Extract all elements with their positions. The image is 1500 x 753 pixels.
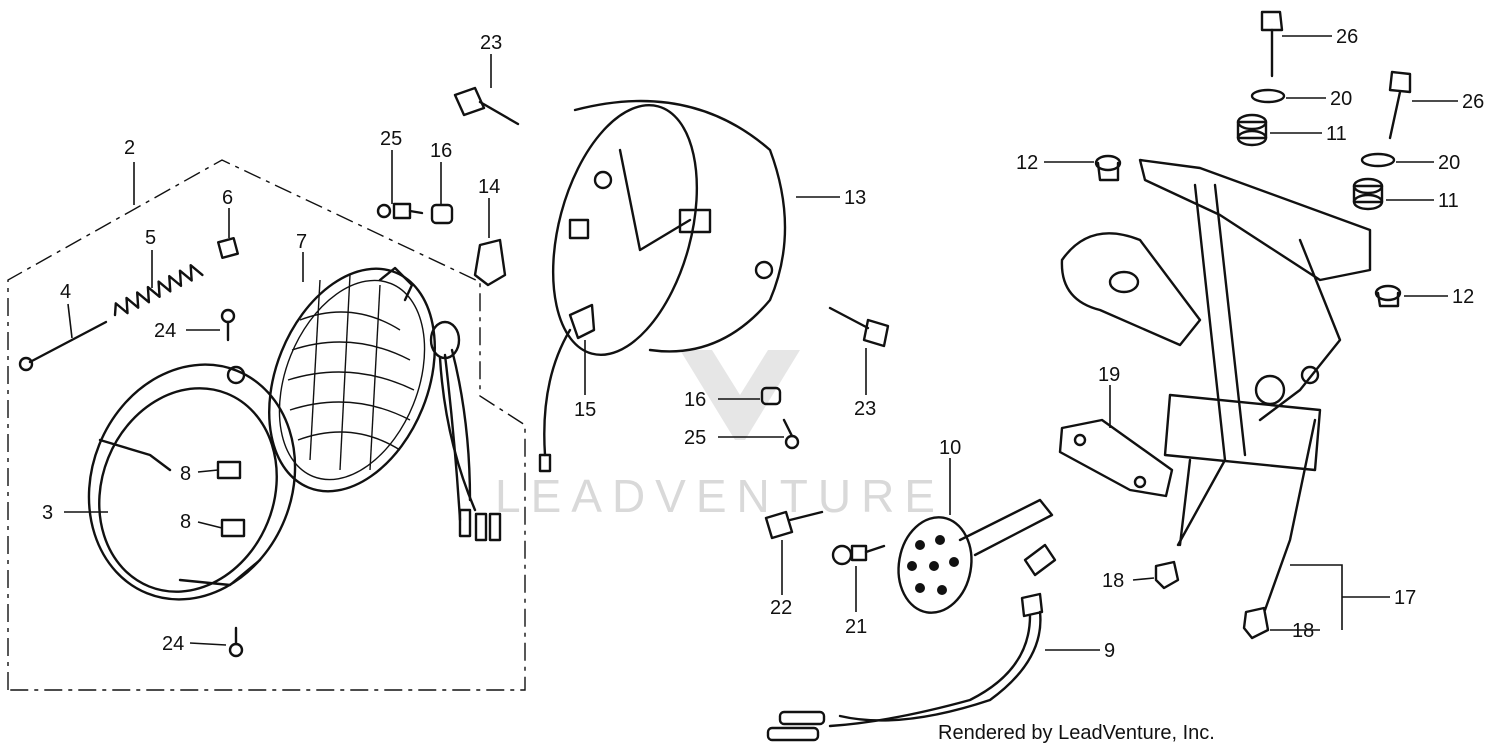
callout-16-lower[interactable]: 16 [684,389,706,411]
part-26-bolt-lower[interactable] [1388,70,1412,140]
callout-24-upper[interactable]: 24 [154,320,176,342]
part-8-clip-upper[interactable] [216,460,242,480]
watermark-text: LEADVENTURE [495,470,945,522]
part-23-bolt-lower[interactable] [828,306,890,348]
part-16-nut-upper[interactable] [430,203,454,225]
callout-12-lower[interactable]: 12 [1452,286,1474,308]
part-26-bolt-upper[interactable] [1260,10,1284,78]
assembly-bracket-outline [7,159,526,691]
part-3-headlight-rim[interactable] [54,333,329,630]
part-14-clamp[interactable] [473,238,507,287]
callout-10[interactable]: 10 [939,437,961,459]
callout-9[interactable]: 9 [1104,640,1115,662]
part-25-screw-lower[interactable] [782,418,800,450]
part-4-adjusting-screw[interactable] [18,320,108,372]
callout-15[interactable]: 15 [574,399,596,421]
part-20-washer-upper[interactable] [1250,88,1286,104]
callout-4[interactable]: 4 [60,281,71,303]
callout-11-lower[interactable]: 11 [1438,190,1459,212]
part-15-ground-wire[interactable] [538,303,596,473]
callout-23-lower[interactable]: 23 [854,398,876,420]
part-11-grommet-lower[interactable] [1352,177,1384,211]
callout-21[interactable]: 21 [845,616,867,638]
callout-25-lower[interactable]: 25 [684,427,706,449]
part-23-bolt-upper[interactable] [453,86,520,126]
callout-5[interactable]: 5 [145,227,156,249]
callout-3[interactable]: 3 [42,502,53,524]
part-18-cap-upper[interactable] [1154,560,1180,590]
part-5-spring[interactable] [110,263,204,319]
callout-8-lower[interactable]: 8 [180,511,191,533]
callout-23-upper[interactable]: 23 [480,32,502,54]
callout-16-upper[interactable]: 16 [430,140,452,162]
part-21-bolt[interactable] [831,544,886,566]
callout-8-upper[interactable]: 8 [180,463,191,485]
part-20-washer-lower[interactable] [1360,152,1396,168]
callout-13[interactable]: 13 [844,187,866,209]
part-16-nut-lower[interactable] [760,386,782,406]
part-17-headlight-stay[interactable] [1060,158,1372,612]
callout-2[interactable]: 2 [124,137,135,159]
callout-6[interactable]: 6 [222,187,233,209]
part-7-sealed-beam-unit[interactable] [238,244,502,542]
callout-26-lower[interactable]: 26 [1462,91,1484,113]
callout-7[interactable]: 7 [296,231,307,253]
callout-22[interactable]: 22 [770,597,792,619]
callout-26-upper[interactable]: 26 [1336,26,1358,48]
callout-leaders [64,35,1458,651]
part-24-screw-lower[interactable] [228,626,244,658]
part-9-horn-wire[interactable] [766,543,1057,742]
callout-20-lower[interactable]: 20 [1438,152,1460,174]
part-22-bolt[interactable] [764,510,824,540]
part-8-clip-lower[interactable] [220,518,246,538]
callout-11-upper[interactable]: 11 [1326,123,1347,145]
part-18-cap-lower[interactable] [1242,606,1270,640]
part-10-horn[interactable] [891,498,1054,619]
part-11-grommet-upper[interactable] [1236,113,1268,147]
part-24-screw-upper[interactable] [220,308,236,342]
callout-18-lower[interactable]: 18 [1292,620,1314,642]
callout-20-upper[interactable]: 20 [1330,88,1352,110]
part-12-collar-upper[interactable] [1094,154,1122,182]
callout-labels: 2 3 4 5 6 7 8 8 24 24 25 16 14 23 13 15 … [42,26,1484,662]
part-6-nut[interactable] [217,237,239,259]
watermark-logo [680,350,800,440]
callout-19[interactable]: 19 [1098,364,1120,386]
part-25-screw-upper[interactable] [376,202,424,220]
part-13-headlight-case[interactable] [528,89,787,370]
part-12-collar-lower[interactable] [1374,284,1402,308]
part-19-plate[interactable] [1058,418,1174,498]
render-credit: Rendered by LeadVenture, Inc. [938,722,1215,744]
callout-12-upper[interactable]: 12 [1016,152,1038,174]
callout-17[interactable]: 17 [1394,587,1416,609]
callout-14[interactable]: 14 [478,176,500,198]
callout-18-upper[interactable]: 18 [1102,570,1124,592]
callout-25-upper[interactable]: 25 [380,128,402,150]
callout-24-lower[interactable]: 24 [162,633,184,655]
